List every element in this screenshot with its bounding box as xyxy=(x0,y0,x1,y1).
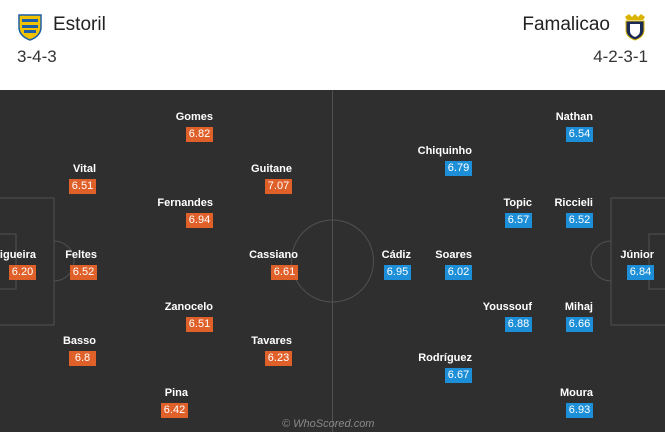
player-rating: 6.84 xyxy=(627,265,654,280)
player-name: Soares xyxy=(435,249,472,261)
player-name: Youssouf xyxy=(482,301,532,313)
away-formation: 4-2-3-1 xyxy=(593,47,648,66)
player-rating: 6.20 xyxy=(9,265,36,280)
player-name: Figueira xyxy=(0,249,36,261)
player-rating: 6.93 xyxy=(566,403,593,418)
player-rating: 6.52 xyxy=(566,213,593,228)
player-name: Zanocelo xyxy=(164,301,213,313)
away-team-name[interactable]: Famalicao xyxy=(522,14,610,35)
player-rating: 6.02 xyxy=(445,265,472,280)
player-name: Moura xyxy=(560,387,593,399)
player-rating: 6.42 xyxy=(161,403,188,418)
player-rating: 6.95 xyxy=(384,265,411,280)
player-name: Rodríguez xyxy=(418,352,472,364)
player-name: Feltes xyxy=(65,249,97,261)
player-rating: 6.94 xyxy=(186,213,213,228)
home-formation: 3-4-3 xyxy=(17,47,57,66)
player-name: Chiquinho xyxy=(417,145,472,157)
player-name: Mihaj xyxy=(564,301,593,313)
player-rating: 6.61 xyxy=(271,265,298,280)
player-name: Júnior xyxy=(620,249,654,261)
player-name: Pina xyxy=(164,387,188,399)
pitch: Figueira 6.20 Vital 6.51 Feltes 6.52 Basso 6… xyxy=(0,90,665,432)
player-rating: 6.66 xyxy=(566,317,593,332)
famalicao-crest-icon xyxy=(625,14,645,41)
player-name: Cádiz xyxy=(381,249,411,261)
player-rating: 6.51 xyxy=(69,179,96,194)
player-name: Guitane xyxy=(251,163,292,175)
player-name: Fernandes xyxy=(157,197,213,209)
player-rating: 6.82 xyxy=(186,127,213,142)
player-name: Vital xyxy=(72,163,96,175)
player-rating: 6.8 xyxy=(69,351,96,366)
player-name: Nathan xyxy=(555,111,593,123)
player-rating: 6.88 xyxy=(505,317,532,332)
player-rating: 6.52 xyxy=(70,265,97,280)
player-name: Tavares xyxy=(251,335,292,347)
player-rating: 6.54 xyxy=(566,127,593,142)
player-rating: 6.79 xyxy=(445,161,472,176)
whoscored-watermark: © WhoScored.com xyxy=(282,418,375,430)
player-name: Cassiano xyxy=(249,249,298,261)
player-rating: 7.07 xyxy=(265,179,292,194)
player-rating: 6.23 xyxy=(265,351,292,366)
player-name: Topic xyxy=(503,197,532,209)
player-rating: 6.67 xyxy=(445,368,472,383)
pitch-markings xyxy=(0,90,665,432)
player-rating: 6.51 xyxy=(186,317,213,332)
match-header: Estoril 3-4-3 Famalicao 4-2-3-1 xyxy=(0,0,665,90)
player-name: Riccieli xyxy=(554,197,593,209)
player-name: Gomes xyxy=(175,111,213,123)
player-rating: 6.57 xyxy=(505,213,532,228)
home-team-name[interactable]: Estoril xyxy=(53,14,106,35)
estoril-crest-icon xyxy=(18,14,42,41)
player-name: Basso xyxy=(62,335,96,347)
